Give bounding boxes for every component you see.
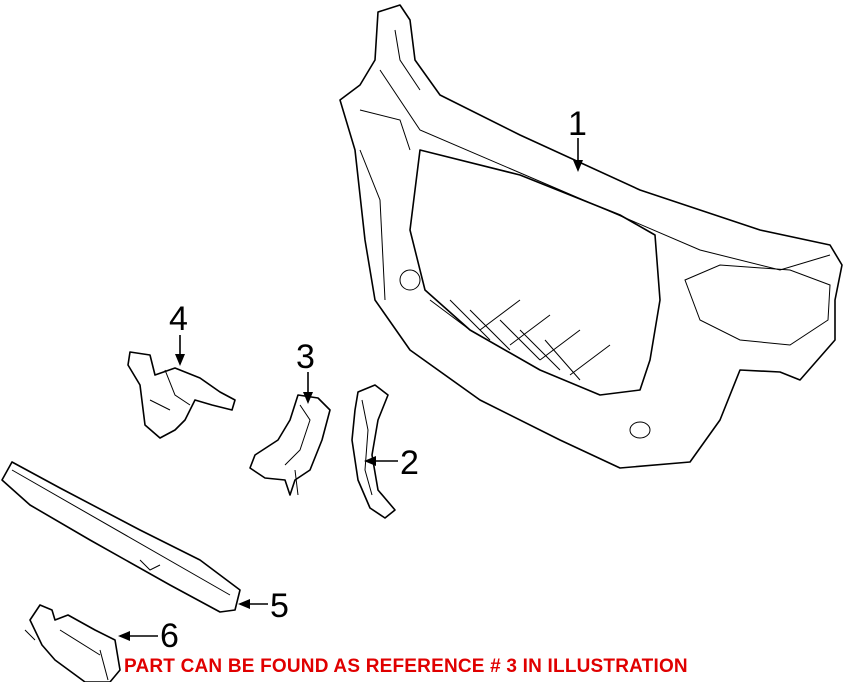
arrowhead-4 (175, 354, 185, 366)
arrowhead-6 (118, 631, 130, 641)
part-6-sensor (24, 604, 121, 682)
callout-1: 1 (568, 105, 587, 143)
arrowhead-5 (238, 599, 250, 609)
callout-3: 3 (296, 338, 315, 376)
arrowhead-1 (573, 160, 583, 172)
part-1-radiator-support (339, 4, 843, 469)
callout-2: 2 (400, 444, 419, 482)
callout-6: 6 (160, 617, 179, 655)
callout-5: 5 (270, 587, 289, 625)
arrowhead-2 (364, 456, 376, 466)
arrowhead-3 (303, 392, 313, 404)
part-4-bracket (127, 351, 236, 439)
part-5-deflector (1, 461, 241, 613)
callout-4: 4 (169, 300, 188, 338)
reference-note: PART CAN BE FOUND AS REFERENCE # 3 IN IL… (124, 656, 688, 677)
part-3-bracket (249, 394, 331, 496)
part-2-bracket (351, 384, 396, 519)
